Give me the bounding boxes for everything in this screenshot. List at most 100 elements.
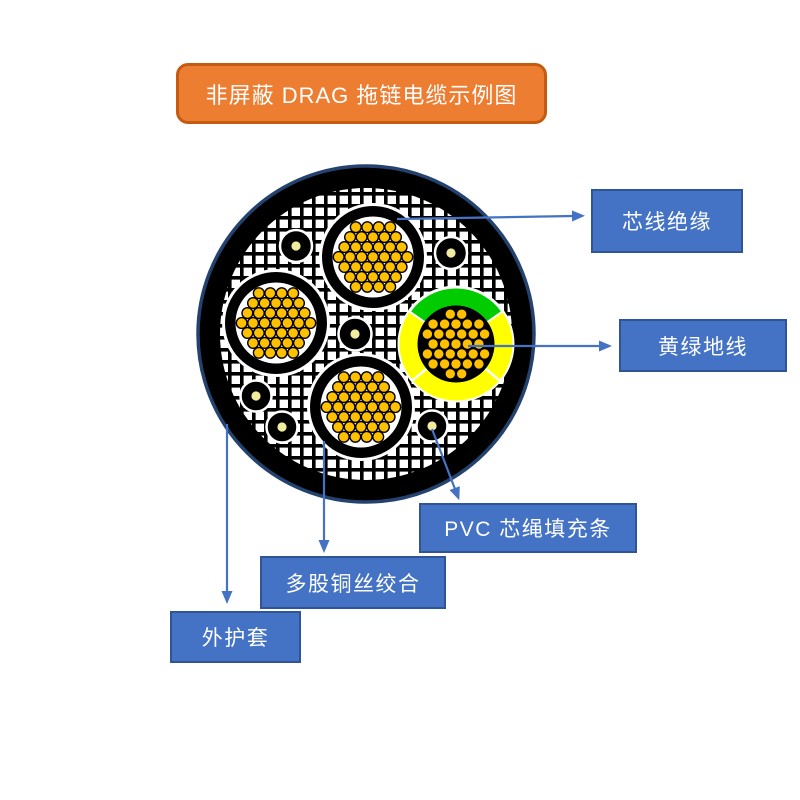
copper-strand-dot [372,241,385,254]
copper-strand-dot [389,231,403,244]
copper-strand-dot [360,430,373,443]
copper-strand-dot [384,241,397,254]
filler-cord-left [239,379,273,413]
copper-strand-dot [455,328,468,341]
filler-cord-top-right [433,235,469,271]
copper-strand-dot [478,328,491,341]
copper-strand-dot [372,260,385,274]
copper-strand-dot [360,410,373,424]
copper-strand-dot [467,347,480,361]
copper-strand-dot [332,381,345,394]
copper-strand-dot [344,270,357,284]
copper-strand-dot [349,371,362,384]
callout-core-insulation: 芯线绝缘 [591,189,743,253]
filler-cord-center [337,316,373,352]
copper-strand-dot [395,260,408,274]
copper-strand-dot [320,400,333,414]
copper-strand-dot [461,357,474,371]
callout-ground-wire: 黄绿地线 [619,319,787,372]
copper-strand-dot [366,231,380,244]
copper-strand-dot [366,381,379,394]
copper-strand-dot [472,318,486,331]
callout-pvc-filler: PVC 芯绳填充条 [419,503,637,553]
copper-strand-dot [361,260,374,274]
copper-strand-dot [338,260,351,274]
copper-strand-dot [383,391,396,404]
copper-strand-dot [384,280,397,293]
copper-strand-dot [252,346,265,359]
copper-strand-dot [354,400,368,414]
copper-strand-dot [349,391,362,404]
copper-strand-dot [269,336,283,350]
copper-strand-dot [326,410,339,424]
copper-strand-dot [378,231,391,244]
copper-strand-dot [355,250,368,264]
copper-strand-dot [332,400,345,414]
copper-strand-dot [252,326,265,340]
copper-strand-dot [292,297,306,310]
copper-strand-dot [287,287,300,300]
copper-strand-dot [264,307,277,320]
copper-strand-dot [401,250,414,264]
copper-strand-dot [338,241,351,254]
copper-strand-dot [275,287,288,300]
callout-outer-sheath: 外护套 [170,611,301,663]
copper-strand-dot [287,346,300,359]
copper-strand-dot [241,326,254,340]
copper-strand-dot [349,221,362,234]
copper-strand-dot [326,391,339,404]
copper-strand-dot [449,357,463,371]
copper-strand-dot [344,231,357,244]
copper-strand-dot [421,347,434,361]
ground-wire-strands [421,308,491,380]
copper-strand-dot [372,410,385,424]
copper-strand-dot [349,260,362,274]
copper-strand-dot [389,270,403,284]
conductor-bottom-strands [320,371,402,443]
copper-strand-dot [337,410,350,424]
copper-strand-dot [235,316,248,330]
copper-strand-dot [366,400,379,414]
callout-outer-sheath-label: 外护套 [201,627,270,650]
copper-strand-dot [349,241,362,254]
copper-strand-dot [264,346,277,359]
copper-strand-dot [355,231,368,244]
copper-strand-dot [337,371,350,384]
copper-strand-dot [355,270,368,284]
copper-strand-dot [427,318,440,331]
copper-strand-dot [298,307,311,320]
copper-strand-dot [478,347,491,361]
copper-strand-dot [264,287,277,300]
copper-strand-dot [258,336,271,350]
copper-strand-dot [378,270,391,284]
copper-strand-dot [389,400,402,414]
copper-strand-dot [366,270,380,284]
title-banner: 非屏蔽 DRAG 拖链电缆示例图 [176,63,547,124]
filler-cord-top-left [278,228,314,264]
copper-strand-dot [247,316,260,330]
leader-line-pvc-filler [430,428,460,501]
copper-strand-dot [287,307,300,320]
copper-strand-dot [372,221,385,234]
copper-strand-dot [332,250,345,264]
copper-strand-dot [427,337,440,351]
callout-ground-wire-label: 黄绿地线 [658,335,748,359]
copper-strand-dot [258,297,271,310]
copper-strand-dot [269,316,283,330]
conductor-left [222,269,330,377]
filler-cord-dot [277,422,287,432]
copper-strand-dot [360,391,373,404]
copper-strand-dot [372,371,385,384]
copper-strand-dot [372,280,385,293]
copper-strand-dot [292,336,306,350]
copper-strand-dot [455,308,468,321]
copper-strand-dot [372,430,385,443]
copper-strand-dot [247,336,260,350]
copper-strand-dot [378,250,391,264]
copper-strand-dot [281,297,294,310]
conductor-top [319,203,427,311]
filler-cord-lower-left [265,410,299,444]
copper-strand-dot [275,326,288,340]
copper-strand-dot [344,250,357,264]
